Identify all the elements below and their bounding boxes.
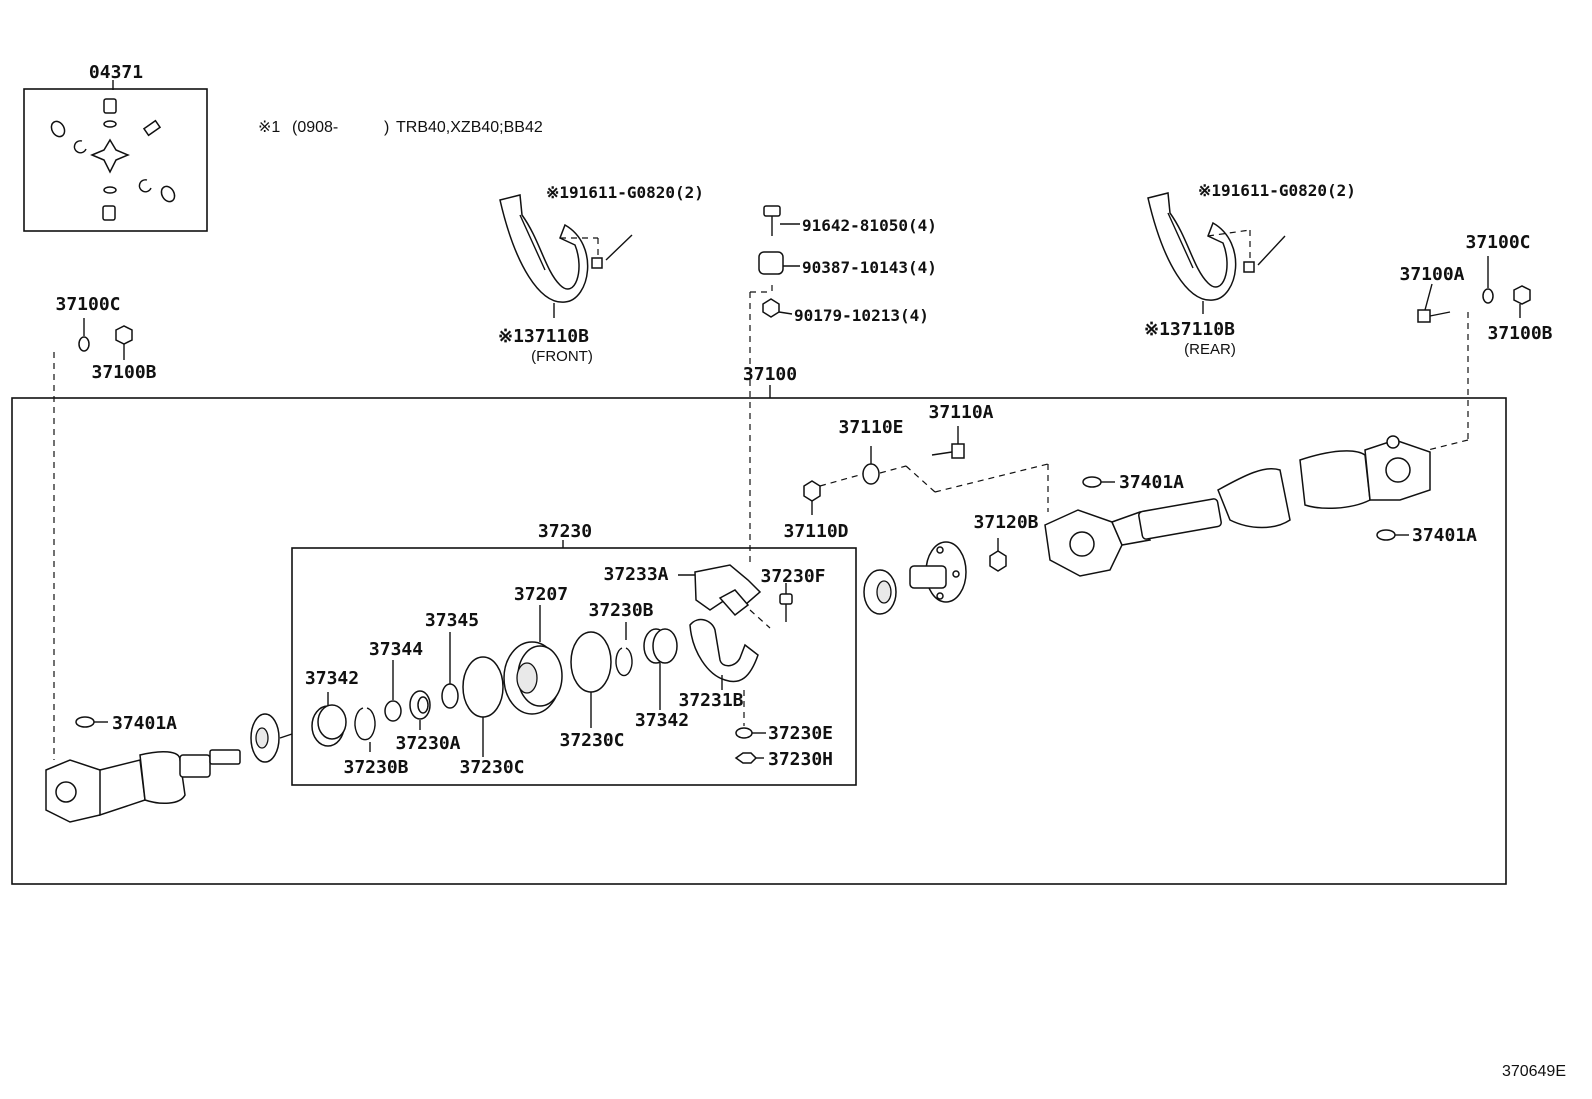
washer-37401a-top <box>1082 476 1115 488</box>
note-models: TRB40,XZB40;BB42 <box>396 119 543 136</box>
label-37345: 37345 <box>425 610 479 631</box>
label-37110b-front-sub: (FRONT) <box>531 348 593 365</box>
label-37110d: 37110D <box>783 521 848 542</box>
label-37110b-rear: ※137110B <box>1144 319 1235 340</box>
label-37230c-mid: 37230C <box>559 730 624 751</box>
label-90179: 90179-10213(4) <box>794 306 929 325</box>
nut-37120b <box>989 538 1007 572</box>
label-37100: 37100 <box>743 364 797 385</box>
washer-37401a-right <box>1376 529 1409 541</box>
label-37230b-top: 37230B <box>588 600 653 621</box>
flange-drawing <box>863 541 967 615</box>
label-37230h: 37230H <box>768 749 833 770</box>
label-91642: 91642-81050(4) <box>802 216 937 235</box>
mount-bolt-cushion-nut-drawing <box>749 205 800 565</box>
label-37342-right: 37342 <box>635 710 689 731</box>
diagram-code: 370649E <box>1502 1063 1566 1080</box>
label-37110b-rear-sub: (REAR) <box>1184 341 1236 358</box>
label-37100c-left: 37100C <box>55 294 120 315</box>
universal-joint-kit-drawing <box>50 80 176 221</box>
front-center-bracket-clamp-drawing <box>499 194 633 318</box>
label-37230b-bottom: 37230B <box>343 757 408 778</box>
note-date-open: (0908- <box>292 119 338 136</box>
center-bearing-kit-frame <box>291 547 857 786</box>
label-37110e: 37110E <box>838 417 903 438</box>
label-37100c-right: 37100C <box>1465 232 1530 253</box>
center-bearing-parts-drawing <box>311 564 793 764</box>
label-37231b: 37231B <box>678 690 743 711</box>
label-37230a: 37230A <box>395 733 460 754</box>
label-37120b: 37120B <box>973 512 1038 533</box>
label-37230c-bottom: 37230C <box>459 757 524 778</box>
label-37230e: 37230E <box>768 723 833 744</box>
right-37100-hardware <box>1417 256 1531 323</box>
label-37344: 37344 <box>369 639 423 660</box>
label-37401a-left: 37401A <box>112 713 177 734</box>
label-37100b-left: 37100B <box>91 362 156 383</box>
label-37207: 37207 <box>514 584 568 605</box>
label-191611-rear: ※191611-G0820(2) <box>1198 181 1356 200</box>
label-37342-left: 37342 <box>305 668 359 689</box>
front-shaft-drawing <box>45 713 293 823</box>
label-90387: 90387-10143(4) <box>802 258 937 277</box>
left-37100-hardware <box>78 318 133 360</box>
universal-joint-kit-frame <box>23 88 208 232</box>
label-37230: 37230 <box>538 521 592 542</box>
note-mark: ※1 <box>258 119 280 136</box>
label-37233a: 37233A <box>603 564 668 585</box>
label-37110b-front: ※137110B <box>498 326 589 347</box>
rear-center-bracket-clamp-drawing <box>1147 192 1286 314</box>
label-191611-front: ※191611-G0820(2) <box>546 183 704 202</box>
label-37401a-top: 37401A <box>1119 472 1184 493</box>
label-37401a-right: 37401A <box>1412 525 1477 546</box>
rear-shaft-drawing <box>1044 435 1431 577</box>
label-37100a-right: 37100A <box>1399 264 1464 285</box>
label-37110a: 37110A <box>928 402 993 423</box>
label-37230f: 37230F <box>760 566 825 587</box>
washer-37401a-left <box>75 716 108 728</box>
label-37100b-right: 37100B <box>1487 323 1552 344</box>
label-04371: 04371 <box>89 62 143 83</box>
note-date-close: ) <box>384 119 389 136</box>
bolt-set-37110 <box>803 426 1049 515</box>
propeller-shaft-assembly-frame <box>11 397 1507 885</box>
